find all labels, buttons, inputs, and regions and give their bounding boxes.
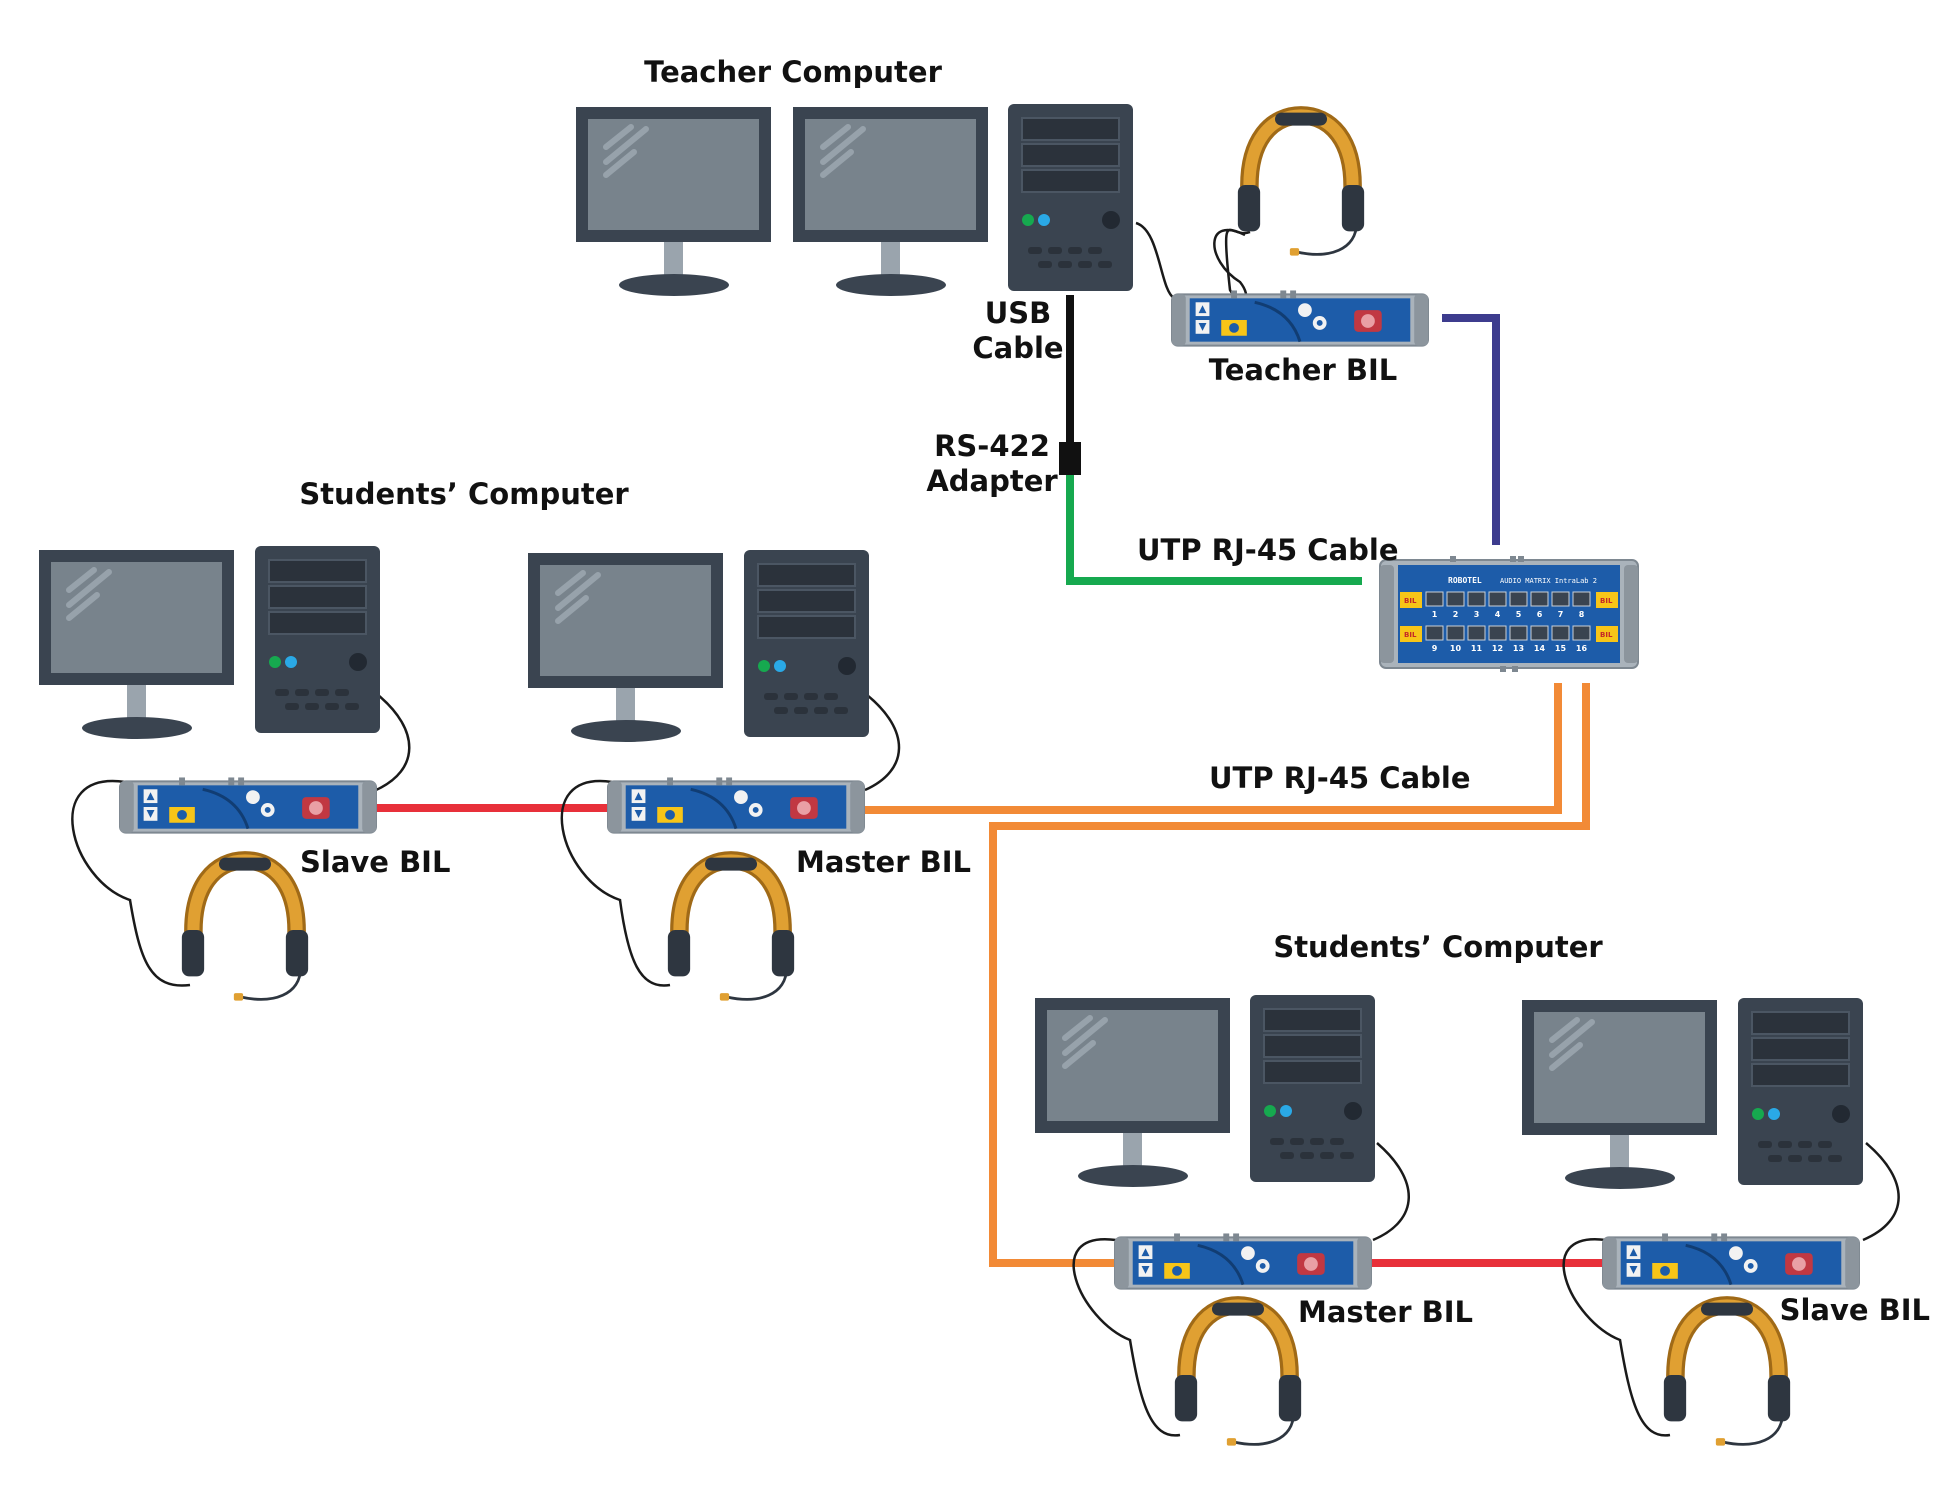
matrix-port-number: 2: [1453, 610, 1459, 619]
matrix-bil-tag-label: BIL: [1404, 631, 1417, 639]
matrix-bil-tag-label: BIL: [1600, 631, 1613, 639]
matrix-port: [1488, 591, 1507, 607]
master-bil-right-label: Master BIL: [1298, 1295, 1473, 1329]
matrix-port-number: 3: [1474, 610, 1480, 619]
rs422-utp-cable: [1066, 475, 1362, 585]
matrix-port-number: 11: [1471, 644, 1483, 653]
matrix-port: [1425, 591, 1444, 607]
utp-cable-right-master: [989, 683, 1590, 1267]
left-tower-1: [254, 545, 381, 734]
matrix-bil-tag: [1400, 626, 1422, 642]
teacher-tower-cord: [1135, 221, 1175, 300]
right-tower-1: [1249, 994, 1376, 1183]
teacher-headset-icon: [1238, 113, 1364, 256]
right-slave-bil-device: [1601, 1231, 1861, 1291]
matrix-port: [1509, 625, 1528, 641]
matrix-port-number: 14: [1534, 644, 1546, 653]
teacher-bil-label: Teacher BIL: [1208, 353, 1398, 387]
right-master-bil-device: [1113, 1231, 1373, 1291]
left-students-computers: [39, 545, 870, 1001]
teacher-headset-cord: [1224, 228, 1251, 302]
matrix-bil-tag: [1400, 592, 1422, 608]
matrix-port: [1551, 591, 1570, 607]
matrix-port: [1446, 625, 1465, 641]
cables: [71, 221, 1900, 1437]
left-slave-bil-device: [118, 775, 378, 835]
matrix-port-number: 10: [1450, 644, 1462, 653]
right-monitor-2: [1522, 1000, 1717, 1189]
matrix-port: [1467, 625, 1486, 641]
teacher-link-cable: [1442, 314, 1500, 545]
right-master-headset-cord: [1072, 1238, 1181, 1437]
left-monitor-1: [39, 550, 234, 739]
matrix-bil-tag-label: BIL: [1404, 597, 1417, 605]
left-tower2-cord: [864, 694, 901, 792]
matrix-port-number: 8: [1579, 610, 1585, 619]
right-monitor-1: [1035, 998, 1230, 1187]
matrix-port: [1530, 591, 1549, 607]
matrix-port-number: 5: [1516, 610, 1522, 619]
utp-cable-left-master: [862, 683, 1562, 814]
matrix-port-number: 13: [1513, 644, 1524, 653]
right-slave-headset-icon: [1664, 1303, 1790, 1446]
teacher-computer: [576, 103, 1134, 296]
left-slave-headset-cord: [71, 779, 191, 987]
teacher-bil-device: [1170, 288, 1430, 348]
teacher-computer-label: Teacher Computer: [644, 55, 942, 89]
slave-bil-left-label: Slave BIL: [300, 845, 451, 879]
matrix-port: [1488, 625, 1507, 641]
rs422-adapter: [1059, 442, 1081, 475]
utp-cable-label-top: UTP RJ-45 Cable: [1137, 533, 1399, 567]
matrix-port-number: 9: [1432, 644, 1438, 653]
matrix-port: [1572, 625, 1591, 641]
matrix-port: [1425, 625, 1444, 641]
matrix-header: AUDIO MATRIX IntraLab 2: [1500, 577, 1597, 585]
matrix-port: [1467, 591, 1486, 607]
matrix-bil-tag: [1596, 626, 1618, 642]
slave-bil-right-label: Slave BIL: [1779, 1293, 1930, 1327]
left-monitor-2: [528, 553, 723, 742]
left-slave-headset-icon: [182, 858, 308, 1001]
teacher-monitor-2: [793, 107, 988, 296]
left-master-headset-icon: [668, 858, 794, 1001]
matrix-bil-tag-label: BIL: [1600, 597, 1613, 605]
master-bil-left-label: Master BIL: [796, 845, 971, 879]
matrix-port-number: 15: [1555, 644, 1567, 653]
right-tower1-cord: [1372, 1142, 1410, 1242]
left-master-bil-device: [606, 775, 866, 835]
matrix-port: [1572, 591, 1591, 607]
matrix-port-number: 12: [1492, 644, 1503, 653]
left-master-headset-cord: [560, 779, 671, 987]
right-slave-headset-cord: [1562, 1238, 1671, 1437]
rs422-adapter-label: RS-422 Adapter: [926, 429, 1058, 498]
right-tower2-cord: [1862, 1142, 1900, 1242]
matrix-bil-tag: [1596, 592, 1618, 608]
matrix-port-number: 7: [1558, 610, 1564, 619]
matrix-port-number: 4: [1495, 610, 1501, 619]
right-tower-2: [1737, 997, 1864, 1186]
matrix-port: [1509, 591, 1528, 607]
right-master-headset-icon: [1175, 1303, 1301, 1446]
students-computer-left-label: Students’ Computer: [299, 477, 629, 511]
matrix-brand: ROBOTEL: [1448, 576, 1482, 585]
right-students-computers: [1035, 994, 1864, 1446]
matrix-port-number: 1: [1432, 610, 1438, 619]
matrix-port-number: 6: [1537, 610, 1543, 619]
utp-cable-label-mid: UTP RJ-45 Cable: [1209, 761, 1471, 795]
matrix-port: [1530, 625, 1549, 641]
teacher-tower: [1007, 103, 1134, 292]
usb-cable-label: USB Cable: [972, 296, 1064, 365]
left-tower-2: [743, 549, 870, 738]
matrix-port: [1446, 591, 1465, 607]
students-computer-right-label: Students’ Computer: [1273, 930, 1603, 964]
left-tower1-cord: [375, 694, 411, 792]
matrix-port: [1551, 625, 1570, 641]
matrix-port-number: 16: [1576, 644, 1588, 653]
teacher-monitor-1: [576, 107, 771, 296]
